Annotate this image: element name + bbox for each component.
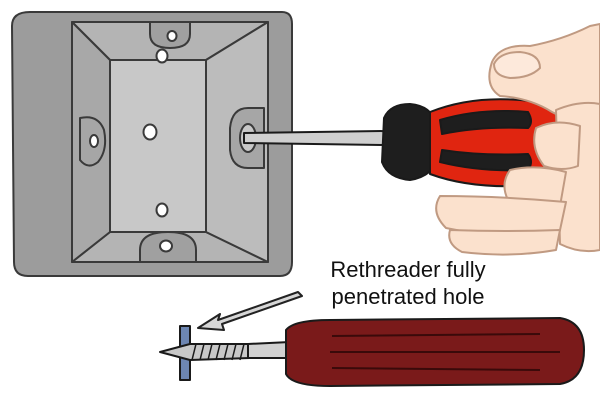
- screwdriver-icon: [243, 98, 561, 188]
- rethreader-threaded-tip: [159, 343, 251, 361]
- hand-finger-1: [533, 121, 581, 170]
- box-bottom-tab-hole: [159, 239, 173, 253]
- screwdriver-grip-top: [439, 110, 532, 135]
- box-back-hole-bottom: [155, 202, 169, 218]
- box-left-ear-hole: [89, 134, 99, 148]
- pointer-arrow: [197, 291, 303, 331]
- screwdriver-shaft: [243, 130, 387, 146]
- rethreader-shaft: [247, 341, 291, 359]
- hand-finger-4: [448, 229, 561, 256]
- box-back-hole-center: [142, 123, 158, 141]
- hand-finger-3: [435, 195, 567, 236]
- box-back-hole-top: [155, 48, 169, 64]
- callout-line-1: Rethreader fully: [330, 257, 486, 282]
- rethreader-handle-grooves: [330, 333, 560, 371]
- rethreader-threads: [191, 343, 245, 361]
- callout-label: Rethreader fully penetrated hole: [292, 256, 524, 310]
- box-top-tab-hole: [166, 30, 178, 42]
- screwdriver-grip-bottom: [439, 149, 532, 172]
- pointer-arrow-icon: [197, 291, 303, 331]
- rethreader-tool-icon: [159, 317, 585, 387]
- hand-icon: [435, 23, 600, 256]
- electrical-box-icon: [11, 11, 293, 277]
- hand-thumbnail: [493, 51, 541, 79]
- callout-line-2: penetrated hole: [331, 284, 485, 309]
